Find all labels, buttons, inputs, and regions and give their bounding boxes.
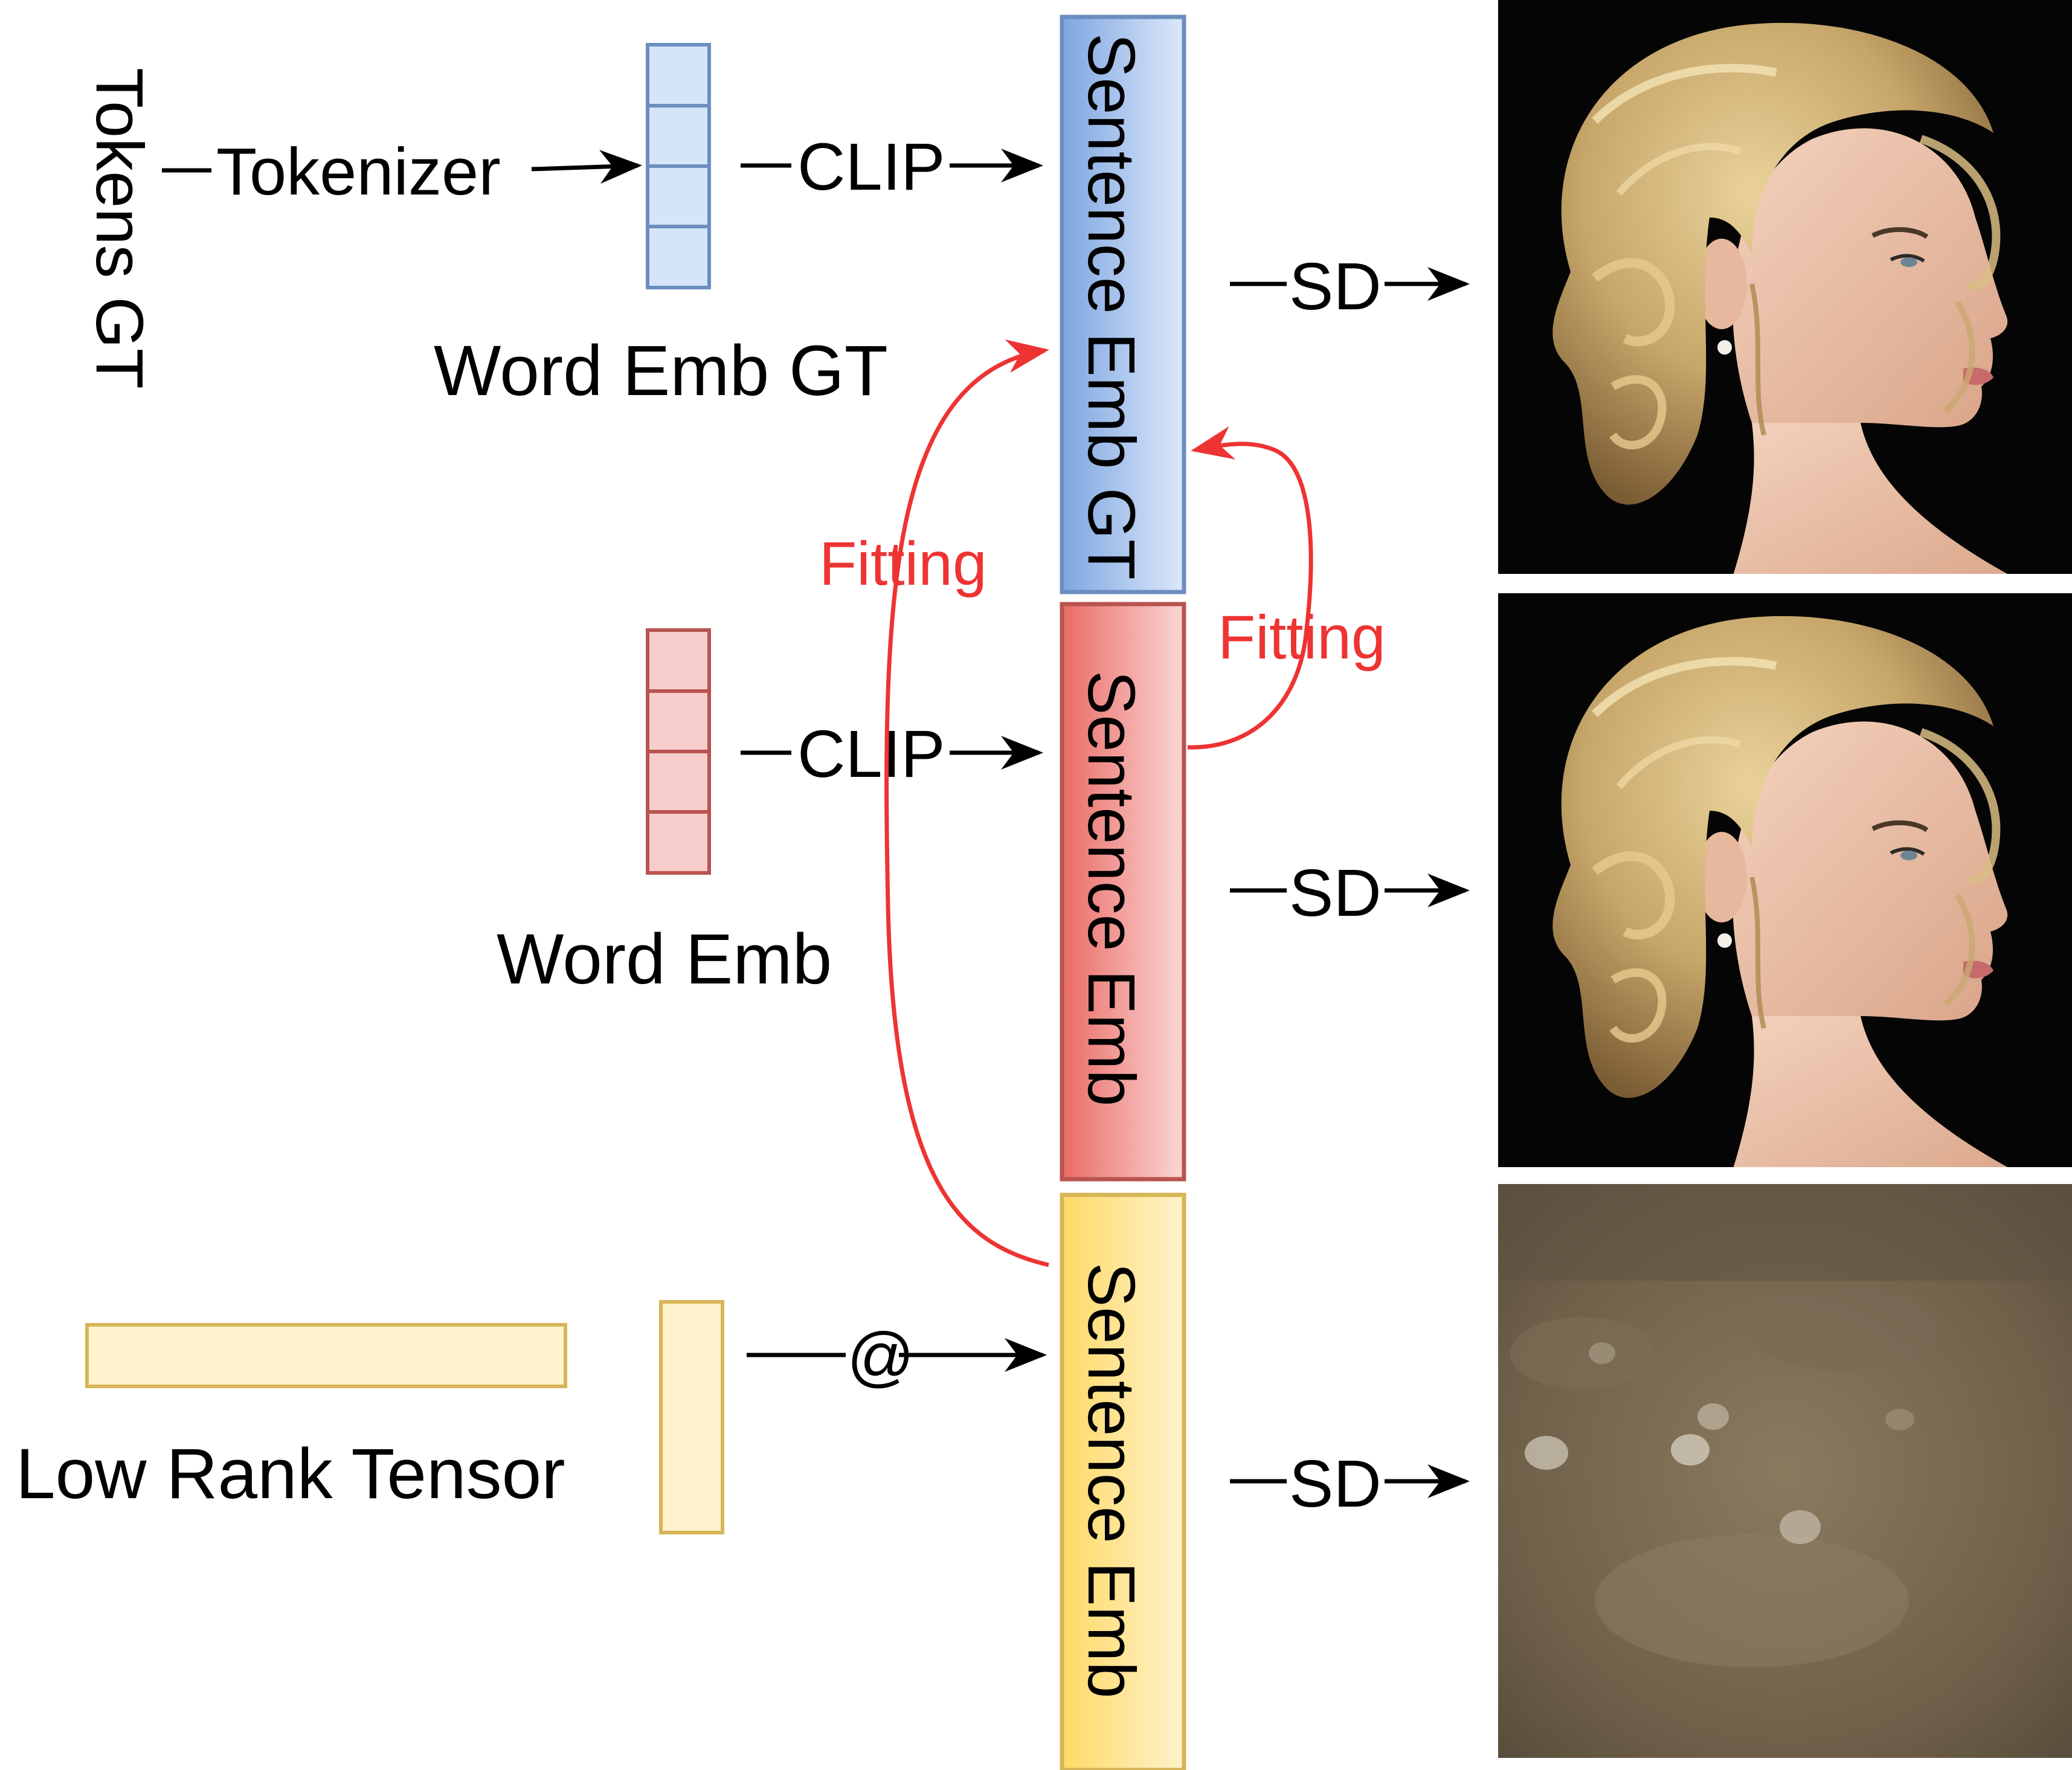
output-image-top-portrait — [1498, 0, 2072, 592]
tokenizer-label: Tokenizer — [216, 135, 501, 209]
output-image-bottom-noise — [1498, 1184, 2072, 1758]
fitting-label-left: Fitting — [819, 529, 987, 598]
svg-text:Sentence Emb: Sentence Emb — [1074, 1263, 1148, 1699]
tokenizer-arrow — [531, 150, 642, 184]
fitting-label-right: Fitting — [1218, 603, 1386, 672]
sd-label-3: SD — [1289, 1447, 1382, 1521]
fitting-arrow-right — [1187, 426, 1313, 750]
sentence-emb-red-label: Sentence Emb — [1074, 671, 1148, 1107]
low-rank-tensor-row — [85, 1323, 567, 1388]
sentence-emb-yellow-label: Sentence Emb — [1074, 1263, 1148, 1699]
sentence-emb-yellow-bar — [1060, 1192, 1186, 1770]
svg-text:Sentence Emb GT: Sentence Emb GT — [1074, 33, 1148, 580]
word-emb-gt-label: Word Emb GT — [434, 331, 888, 411]
svg-text:Tokens GT: Tokens GT — [82, 68, 156, 389]
sentence-emb-gt-label: Sentence Emb GT — [1074, 33, 1148, 580]
svg-text:Sentence Emb: Sentence Emb — [1074, 671, 1148, 1107]
word-emb-vector — [646, 628, 711, 875]
clip-label-1: CLIP — [797, 130, 945, 204]
sentence-emb-gt-bar — [1060, 14, 1186, 594]
word-emb-label: Word Emb — [497, 919, 832, 999]
fitting-arrow-left — [884, 339, 1049, 1267]
output-image-middle-portrait — [1498, 593, 2072, 1185]
sentence-emb-red-bar — [1060, 602, 1186, 1182]
sd-label-2: SD — [1289, 856, 1382, 930]
clip-label-2: CLIP — [797, 717, 945, 791]
tokens-gt-label: Tokens GT — [82, 68, 156, 389]
sd-label-1: SD — [1289, 249, 1382, 324]
low-rank-tensor-column — [659, 1300, 724, 1534]
low-rank-tensor-label: Low Rank Tensor — [16, 1434, 565, 1514]
word-emb-gt-vector — [646, 43, 711, 289]
